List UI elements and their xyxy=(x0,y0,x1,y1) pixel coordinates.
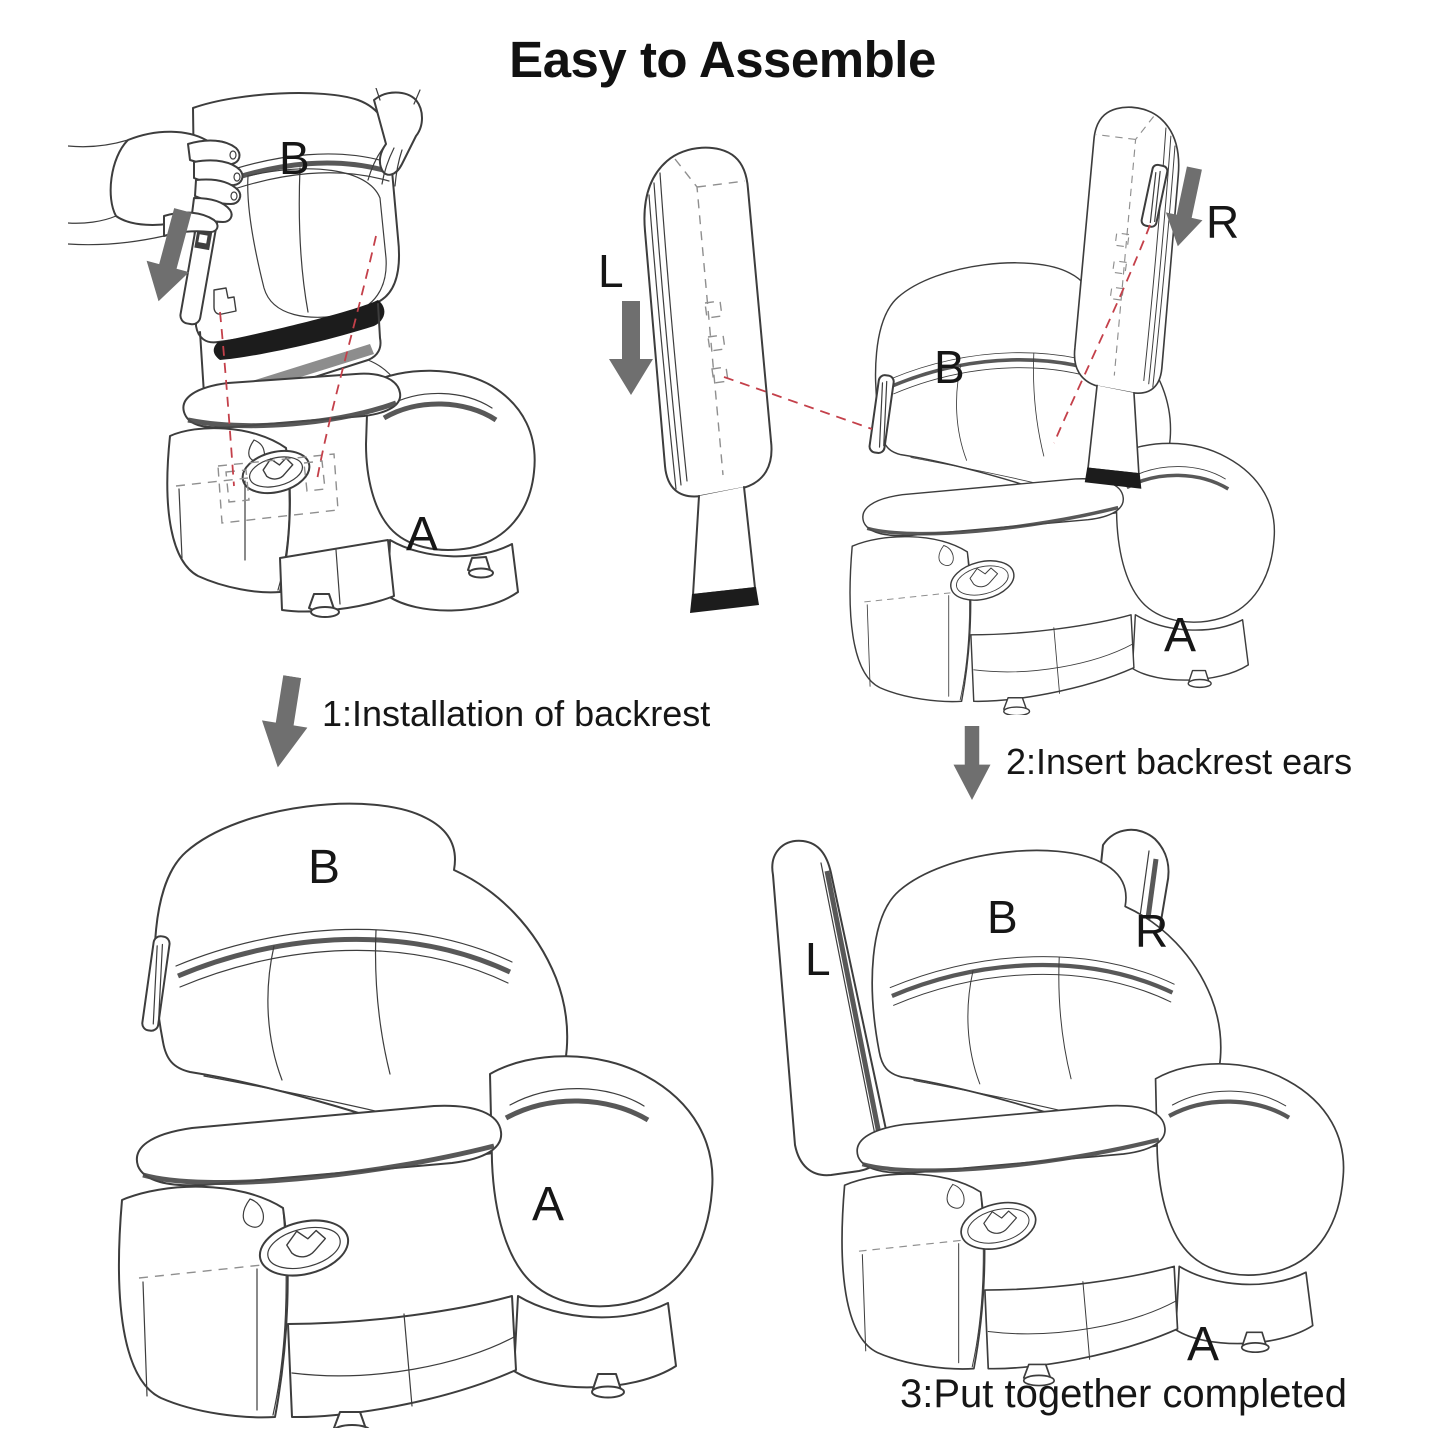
label-base: A xyxy=(532,1178,564,1231)
page-title: Easy to Assemble xyxy=(509,31,936,88)
chair-drawing xyxy=(119,804,713,1428)
step1-text: 1:Installation of backrest xyxy=(322,693,711,734)
label-base: A xyxy=(406,508,438,561)
left-wing-drawing xyxy=(771,839,888,1177)
label-right-armrest: R xyxy=(1206,196,1239,248)
left-armrest-drawing xyxy=(643,146,773,614)
right-hand-icon xyxy=(367,88,423,187)
down-arrow-icon xyxy=(609,301,653,395)
chair-base-drawing xyxy=(166,359,536,618)
panel-insert-armrests: L R B A xyxy=(598,106,1277,715)
recliner-handle-icon xyxy=(241,449,311,495)
label-backrest: B xyxy=(279,132,310,184)
guide-line-left xyxy=(219,311,235,487)
guide-line-right xyxy=(316,235,377,481)
label-right-armrest: R xyxy=(1135,905,1168,957)
label-base: A xyxy=(1164,609,1196,662)
chair-drawing xyxy=(848,261,1277,715)
guide-line-left-arm xyxy=(723,376,873,430)
down-arrow-icon xyxy=(261,675,308,768)
label-left-armrest: L xyxy=(598,245,624,297)
left-hand-icon xyxy=(68,130,244,246)
label-backrest: B xyxy=(308,841,340,894)
panel-install-backrest: B A xyxy=(68,88,536,618)
down-arrow-icon xyxy=(953,726,991,800)
label-backrest: B xyxy=(987,891,1018,943)
chair-ear-bracket xyxy=(141,935,171,1032)
guide-line-right-arm xyxy=(1053,224,1151,444)
label-backrest: B xyxy=(934,341,965,393)
step2-text: 2:Insert backrest ears xyxy=(1006,741,1353,782)
label-base: A xyxy=(1187,1318,1219,1371)
step1-caption: 1:Installation of backrest xyxy=(261,675,711,768)
panel-backrest-installed: B A xyxy=(40,768,730,1428)
armrest-ear-bracket xyxy=(1140,163,1169,228)
chair-ear-bracket xyxy=(868,374,895,454)
backrest-sockets xyxy=(217,453,339,524)
step2-caption: 2:Insert backrest ears xyxy=(952,726,1352,800)
step3-caption: 3:Put together completed xyxy=(900,1372,1347,1416)
chair-drawing xyxy=(842,850,1344,1385)
label-left-armrest: L xyxy=(805,933,831,985)
panel-assembled: L B R A xyxy=(771,828,1445,1395)
